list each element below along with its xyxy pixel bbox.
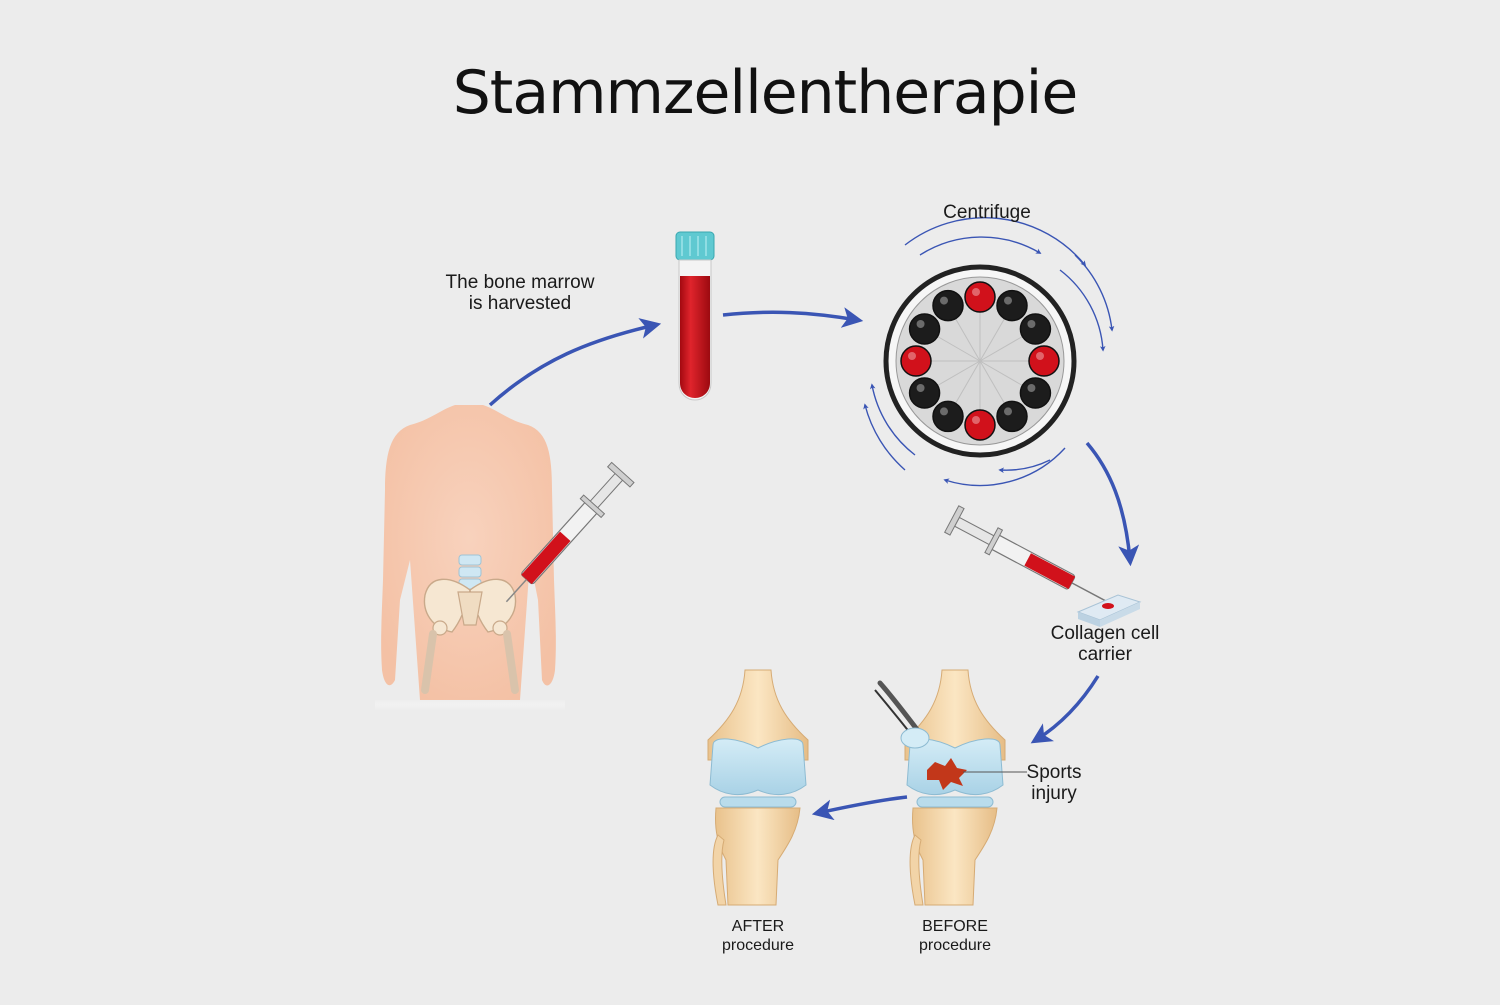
- rotor-well-empty: [908, 377, 941, 409]
- pelvis-icon: [421, 578, 519, 694]
- rotor-well-highlight: [916, 384, 925, 392]
- rotor-well-highlight: [972, 288, 980, 296]
- carrier-syringe-icon: [944, 505, 1126, 612]
- after-label: AFTER procedure: [698, 917, 818, 955]
- rotor-well-blood: [900, 345, 932, 377]
- injury-label-line1: Sports: [1026, 762, 1082, 783]
- centrifuge-label: Centrifuge: [907, 202, 1067, 223]
- rotor-spoke: [954, 360, 981, 405]
- rotor-well-highlight: [940, 407, 948, 416]
- knee-before-icon: [874, 669, 1027, 906]
- injury-marker: [927, 758, 1027, 790]
- spine-icon: [458, 554, 482, 590]
- harvest-label: The bone marrow is harvested: [420, 272, 620, 314]
- rotor-well-empty: [908, 313, 941, 345]
- syringe-icon: [505, 461, 635, 603]
- arrow-before-to-after: [811, 795, 908, 821]
- rotor-well-empty: [932, 289, 964, 322]
- rotor-well-highlight: [1027, 384, 1036, 392]
- centrifuge-label-text: Centrifuge: [943, 202, 1031, 223]
- collagen-label-line2: carrier: [1078, 644, 1132, 665]
- rotor-well-highlight: [1036, 352, 1044, 360]
- rotor-well-blood: [964, 281, 996, 313]
- rotor-well-highlight: [1004, 296, 1012, 305]
- tweezers-icon: [874, 680, 930, 749]
- rotor-well-highlight: [1027, 320, 1036, 328]
- rotor-well-empty: [1019, 313, 1052, 345]
- rotor-well-highlight: [1004, 407, 1012, 416]
- arrow-body-to-tube: [488, 318, 662, 407]
- harvest-label-line1: The bone marrow: [445, 272, 595, 293]
- arrow-centrifuge-to-syringe: [1085, 441, 1140, 567]
- rotor-well-empty: [932, 400, 964, 433]
- rotor-well-empty: [996, 400, 1028, 433]
- rotor-well-highlight: [916, 320, 925, 328]
- rotor-well-empty: [996, 289, 1028, 322]
- collagen-label-line1: Collagen cell: [1050, 623, 1160, 644]
- arrow-carrier-to-knee: [1030, 675, 1100, 744]
- rotor-spoke: [936, 335, 981, 362]
- rotation-arrows: [863, 217, 1115, 487]
- collagen-carrier-icon: [1076, 594, 1142, 627]
- harvest-label-line2: is harvested: [468, 293, 572, 314]
- rotor-well-blood: [964, 409, 996, 441]
- injury-label: Sports injury: [1004, 762, 1104, 804]
- collagen-label: Collagen cell carrier: [1025, 623, 1185, 665]
- test-tube-icon: [675, 231, 715, 401]
- rotor-spoke: [936, 360, 981, 387]
- arrow-tube-to-centrifuge: [722, 307, 864, 328]
- after-label-line1: AFTER: [731, 918, 785, 935]
- knee-after-icon: [707, 669, 809, 906]
- rotor-spoke: [979, 360, 1024, 387]
- before-label-line1: BEFORE: [922, 918, 988, 935]
- rotor-well-empty: [1019, 377, 1052, 409]
- rotor-well-blood: [1028, 345, 1060, 377]
- rotor-spoke: [979, 317, 1006, 362]
- after-label-line2: procedure: [721, 937, 795, 954]
- rotor-spoke: [979, 360, 1006, 405]
- rotor-well-highlight: [940, 296, 948, 305]
- rotor-spoke: [954, 317, 981, 362]
- centrifuge-icon: [863, 217, 1115, 487]
- injury-label-line2: injury: [1031, 783, 1077, 804]
- rotor-spoke: [979, 335, 1024, 362]
- rotor-well-highlight: [972, 416, 980, 424]
- before-label: BEFORE procedure: [895, 917, 1015, 955]
- body-icon: [375, 405, 565, 710]
- page-title: Stammzellentherapie: [452, 58, 1079, 128]
- before-label-line2: procedure: [918, 937, 992, 954]
- rotor-well-highlight: [908, 352, 916, 360]
